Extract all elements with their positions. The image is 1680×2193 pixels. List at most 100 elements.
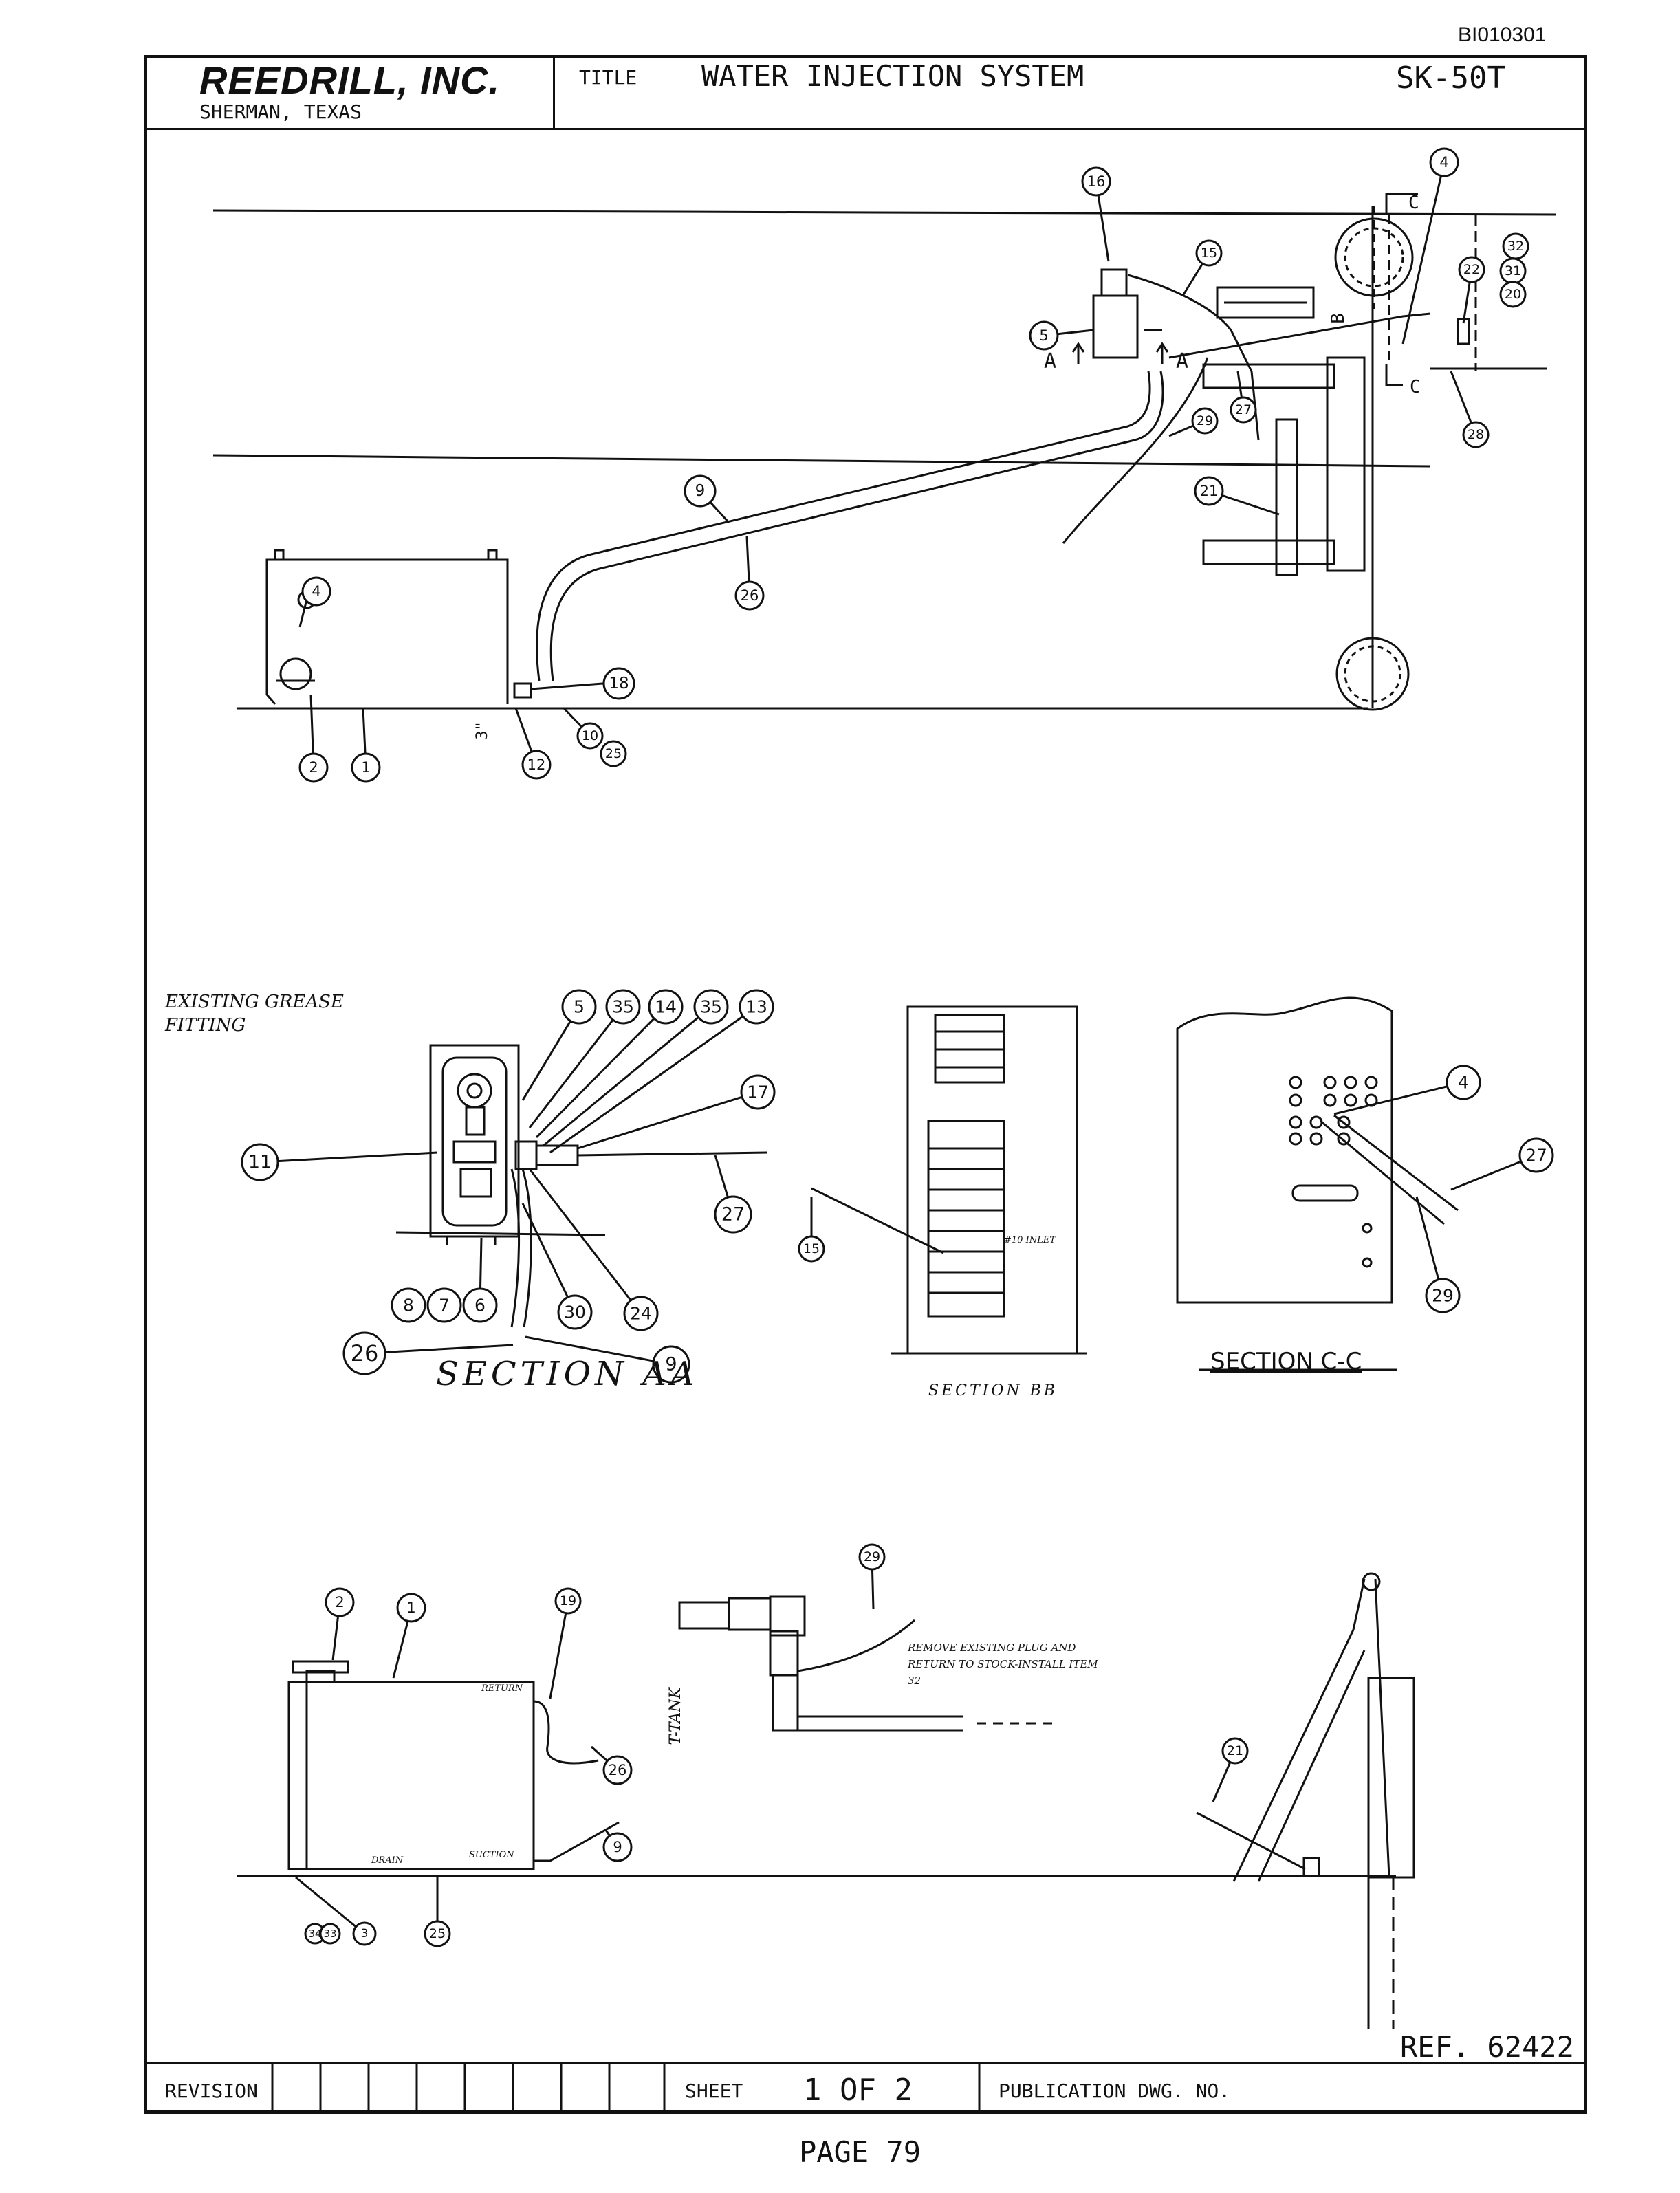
callout-leader — [362, 708, 367, 754]
callout-bubble — [739, 989, 774, 1025]
callout-number: 13 — [745, 997, 767, 1017]
callout-leader — [1221, 494, 1280, 516]
callout-number: 27 — [721, 1204, 745, 1225]
callout-section-aa-26: 26 — [342, 1331, 514, 1375]
callout-leader — [714, 1155, 729, 1198]
callout-bubble — [557, 1294, 593, 1330]
callout-number: 8 — [403, 1296, 414, 1316]
callout-section-cc-4: 4 — [1333, 1065, 1481, 1115]
callout-number: 3 — [361, 1927, 369, 1941]
callout-bubble — [693, 989, 729, 1025]
callout-number: 1 — [361, 759, 370, 776]
callout-leader — [563, 707, 582, 728]
top-view — [212, 193, 1556, 711]
callout-bottom-2: 2 — [325, 1587, 355, 1661]
callout-bubble — [1518, 1137, 1554, 1173]
callout-bubble — [298, 752, 329, 783]
callout-top-21: 21 — [1194, 476, 1280, 516]
callout-leader — [577, 1095, 743, 1150]
callout-top-9: 9 — [684, 474, 730, 524]
callout-bottom-33: 33 — [319, 1923, 341, 1945]
callout-bubble — [740, 1074, 776, 1110]
callout-leader — [543, 1016, 699, 1147]
callout-leader — [1462, 281, 1471, 324]
callout-bubble — [554, 1587, 582, 1615]
company-location: SHERMAN, TEXAS — [199, 100, 362, 123]
view-arrow-label-a-right: A — [1176, 349, 1189, 373]
callout-number: 15 — [1201, 246, 1217, 261]
callout-bubble — [351, 752, 381, 783]
callout-leader — [549, 1015, 744, 1154]
callout-top-12: 12 — [514, 708, 552, 780]
callout-section-aa-14: 14 — [535, 989, 684, 1139]
page-number: PAGE 79 — [799, 2135, 921, 2169]
callout-bottom-9: 9 — [602, 1829, 633, 1862]
callout-top-27: 27 — [1230, 371, 1257, 424]
callout-section-aa-7: 7 — [426, 1287, 462, 1323]
callout-number: 14 — [655, 997, 677, 1017]
sheet-label: SHEET — [685, 2080, 743, 2102]
callout-leader — [1168, 424, 1194, 437]
callout-bottom-26: 26 — [590, 1745, 633, 1785]
callout-bubble — [561, 989, 597, 1025]
callout-bottom-3: 3 — [295, 1876, 377, 1946]
callout-bottom-19: 19 — [549, 1587, 582, 1699]
callout-bubble — [684, 474, 717, 508]
callout-number: 22 — [1463, 262, 1480, 277]
revision-label: REVISION — [165, 2080, 258, 2102]
inlet-label: #10 INLET — [1004, 1235, 1056, 1245]
callout-bubble — [652, 1345, 690, 1384]
publication-dwg-label: PUBLICATION DWG. NO. — [999, 2080, 1231, 2102]
callout-bubble — [605, 989, 641, 1025]
footer-rule-bottom — [144, 2112, 1587, 2114]
callout-section-aa-9: 9 — [525, 1335, 690, 1384]
callout-leader — [525, 1335, 654, 1362]
callout-leader — [384, 1344, 514, 1353]
callout-bubble — [462, 1287, 498, 1323]
callout-number: 6 — [474, 1296, 486, 1316]
callout-bottom-21: 21 — [1212, 1737, 1249, 1802]
callout-top-16: 16 — [1081, 166, 1111, 262]
callout-top-25: 25 — [600, 740, 627, 767]
callout-number: 4 — [1439, 154, 1448, 171]
callout-bubble — [602, 1755, 633, 1785]
callout-leader — [1057, 329, 1094, 336]
callout-section-aa-8: 8 — [391, 1287, 426, 1323]
callout-bubble — [734, 580, 765, 611]
callout-top-5: 5 — [1029, 320, 1094, 351]
section-bb-title: SECTION BB — [928, 1382, 1058, 1399]
callout-leader — [1212, 1761, 1232, 1802]
callout-number: 33 — [323, 1928, 336, 1940]
drawing-number: SK-50T — [1396, 61, 1505, 96]
callout-number: 15 — [803, 1241, 820, 1256]
callout-bubble — [648, 989, 684, 1025]
callout-top-2: 2 — [298, 694, 329, 783]
callout-number: 26 — [741, 587, 759, 604]
callout-section-bb-15: 15 — [798, 1197, 825, 1263]
sheet-value: 1 OF 2 — [803, 2073, 913, 2108]
callout-bubble — [1425, 1278, 1461, 1313]
footer-cells — [271, 2063, 981, 2113]
callout-section-aa-30: 30 — [521, 1203, 593, 1330]
callout-number: 26 — [609, 1762, 627, 1778]
callout-number: 20 — [1505, 287, 1521, 302]
callout-number: 29 — [1197, 413, 1213, 428]
callout-number: 28 — [1468, 427, 1484, 442]
callout-number: 5 — [1039, 327, 1048, 344]
drain-label: DRAIN — [371, 1855, 404, 1866]
callout-number: 17 — [747, 1082, 769, 1102]
callout-bubble — [1191, 407, 1219, 435]
callout-bottom-1: 1 — [392, 1593, 426, 1679]
callout-top-18: 18 — [602, 667, 635, 700]
tank-label: T-TANK — [667, 1688, 684, 1745]
callout-top-26: 26 — [734, 536, 765, 611]
callout-bottom-25: 25 — [424, 1877, 451, 1947]
title-block-divider — [553, 55, 555, 129]
callout-top-15: 15 — [1181, 239, 1223, 296]
callout-number: 1 — [406, 1600, 415, 1616]
callout-number: 25 — [429, 1926, 446, 1941]
callout-bubble — [424, 1920, 451, 1947]
callout-leader — [1450, 1160, 1522, 1191]
callout-number: 21 — [1227, 1743, 1243, 1758]
